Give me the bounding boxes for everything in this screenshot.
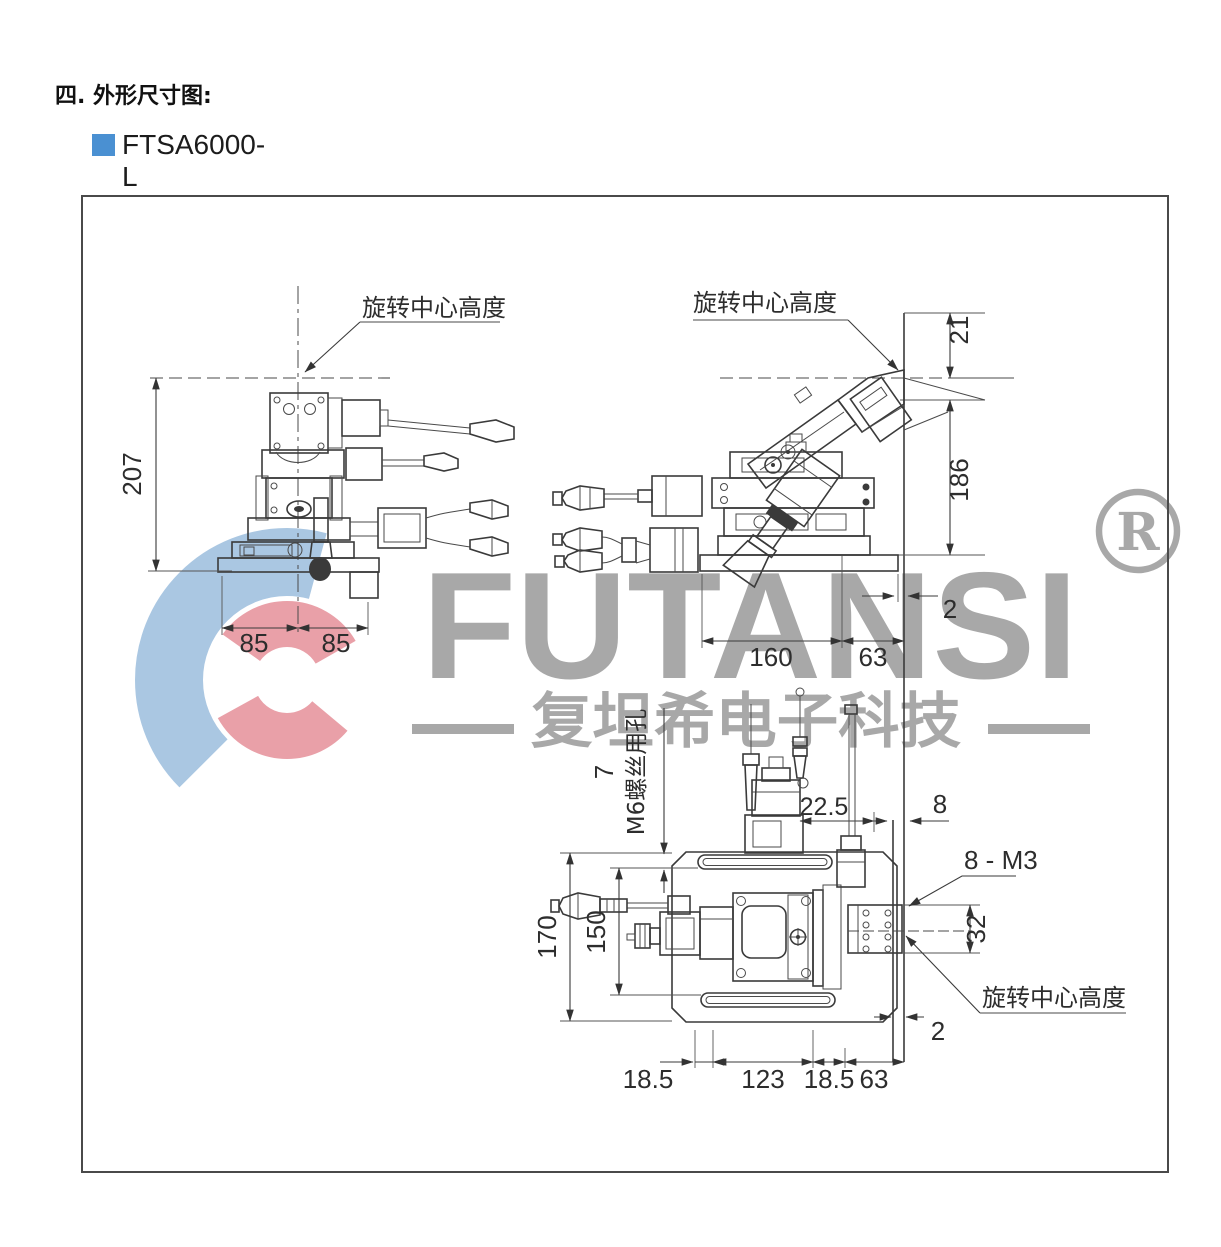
futansi-watermark: FUTANSI R 复坦希电子科技	[135, 488, 1181, 832]
front-dim-height: 207	[117, 452, 147, 495]
top-dim-gap: 2	[931, 1016, 945, 1046]
top-dim-inner-width: 150	[581, 910, 611, 953]
top-dim-overhang: 63	[860, 1064, 889, 1094]
top-screw-hole-label: M6螺丝用孔	[624, 709, 650, 835]
top-rotation-center-label: 旋转中心高度	[982, 984, 1126, 1012]
front-dim-base-right: 85	[322, 628, 351, 658]
top-dim-left-margin: 18.5	[623, 1064, 674, 1094]
thread-holes-leader	[908, 875, 1016, 907]
top-dim-flange-height: 32	[961, 915, 991, 944]
front-rotation-center-label: 旋转中心高度	[362, 294, 506, 322]
front-label-leader	[304, 321, 361, 373]
logo-red-lower-arc	[208, 601, 366, 759]
watermark-brand-text: FUTANSI	[422, 541, 1078, 711]
watermark-company-text: 复坦希电子科技	[531, 687, 961, 757]
blue-square-bullet-icon	[92, 134, 115, 156]
logo-blue-arc	[135, 528, 439, 832]
top-dim-right-margin: 18.5	[804, 1064, 855, 1094]
front-view: 旋转中心高度	[117, 286, 515, 658]
side-dim-height: 186	[944, 458, 974, 501]
top-view: 8 22.5 7 M6螺丝用孔	[532, 687, 1126, 1094]
top-machine-drawing	[550, 687, 972, 1023]
section-heading: 四. 外形尺寸图:	[55, 84, 212, 109]
watermark-left-dash	[412, 724, 514, 734]
side-view: 旋转中心高度 21 186	[552, 289, 1014, 1062]
top-dim-wall-thickness: 8	[933, 789, 947, 819]
top-label-leader	[905, 935, 981, 1014]
figure-border	[81, 195, 1169, 1173]
futansi-logo-swoosh-icon	[135, 528, 439, 832]
top-thread-holes-label: 8 - M3	[964, 845, 1038, 875]
front-dim-base-left: 85	[240, 628, 269, 658]
top-dim-slot-width: 7	[589, 765, 619, 779]
top-dim-offset: 22.5	[800, 793, 849, 821]
top-dim-outer-width: 170	[532, 915, 562, 958]
side-rotation-center-label: 旋转中心高度	[693, 289, 837, 317]
side-dim-gap: 2	[943, 594, 957, 624]
side-dim-top-offset: 21	[944, 316, 974, 345]
front-machine-drawing	[217, 392, 515, 599]
watermark-right-dash	[988, 724, 1090, 734]
side-dim-base-width: 160	[749, 642, 792, 672]
side-machine-drawing	[552, 369, 986, 589]
product-model: FTSA6000-L	[122, 129, 266, 192]
side-dim-overhang: 63	[859, 642, 888, 672]
top-dim-center-width: 123	[741, 1064, 784, 1094]
side-label-leader	[847, 319, 899, 371]
registered-trademark-icon: R	[1095, 488, 1181, 574]
registered-r: R	[1116, 502, 1160, 563]
logo-red-upper-arc	[208, 601, 366, 759]
